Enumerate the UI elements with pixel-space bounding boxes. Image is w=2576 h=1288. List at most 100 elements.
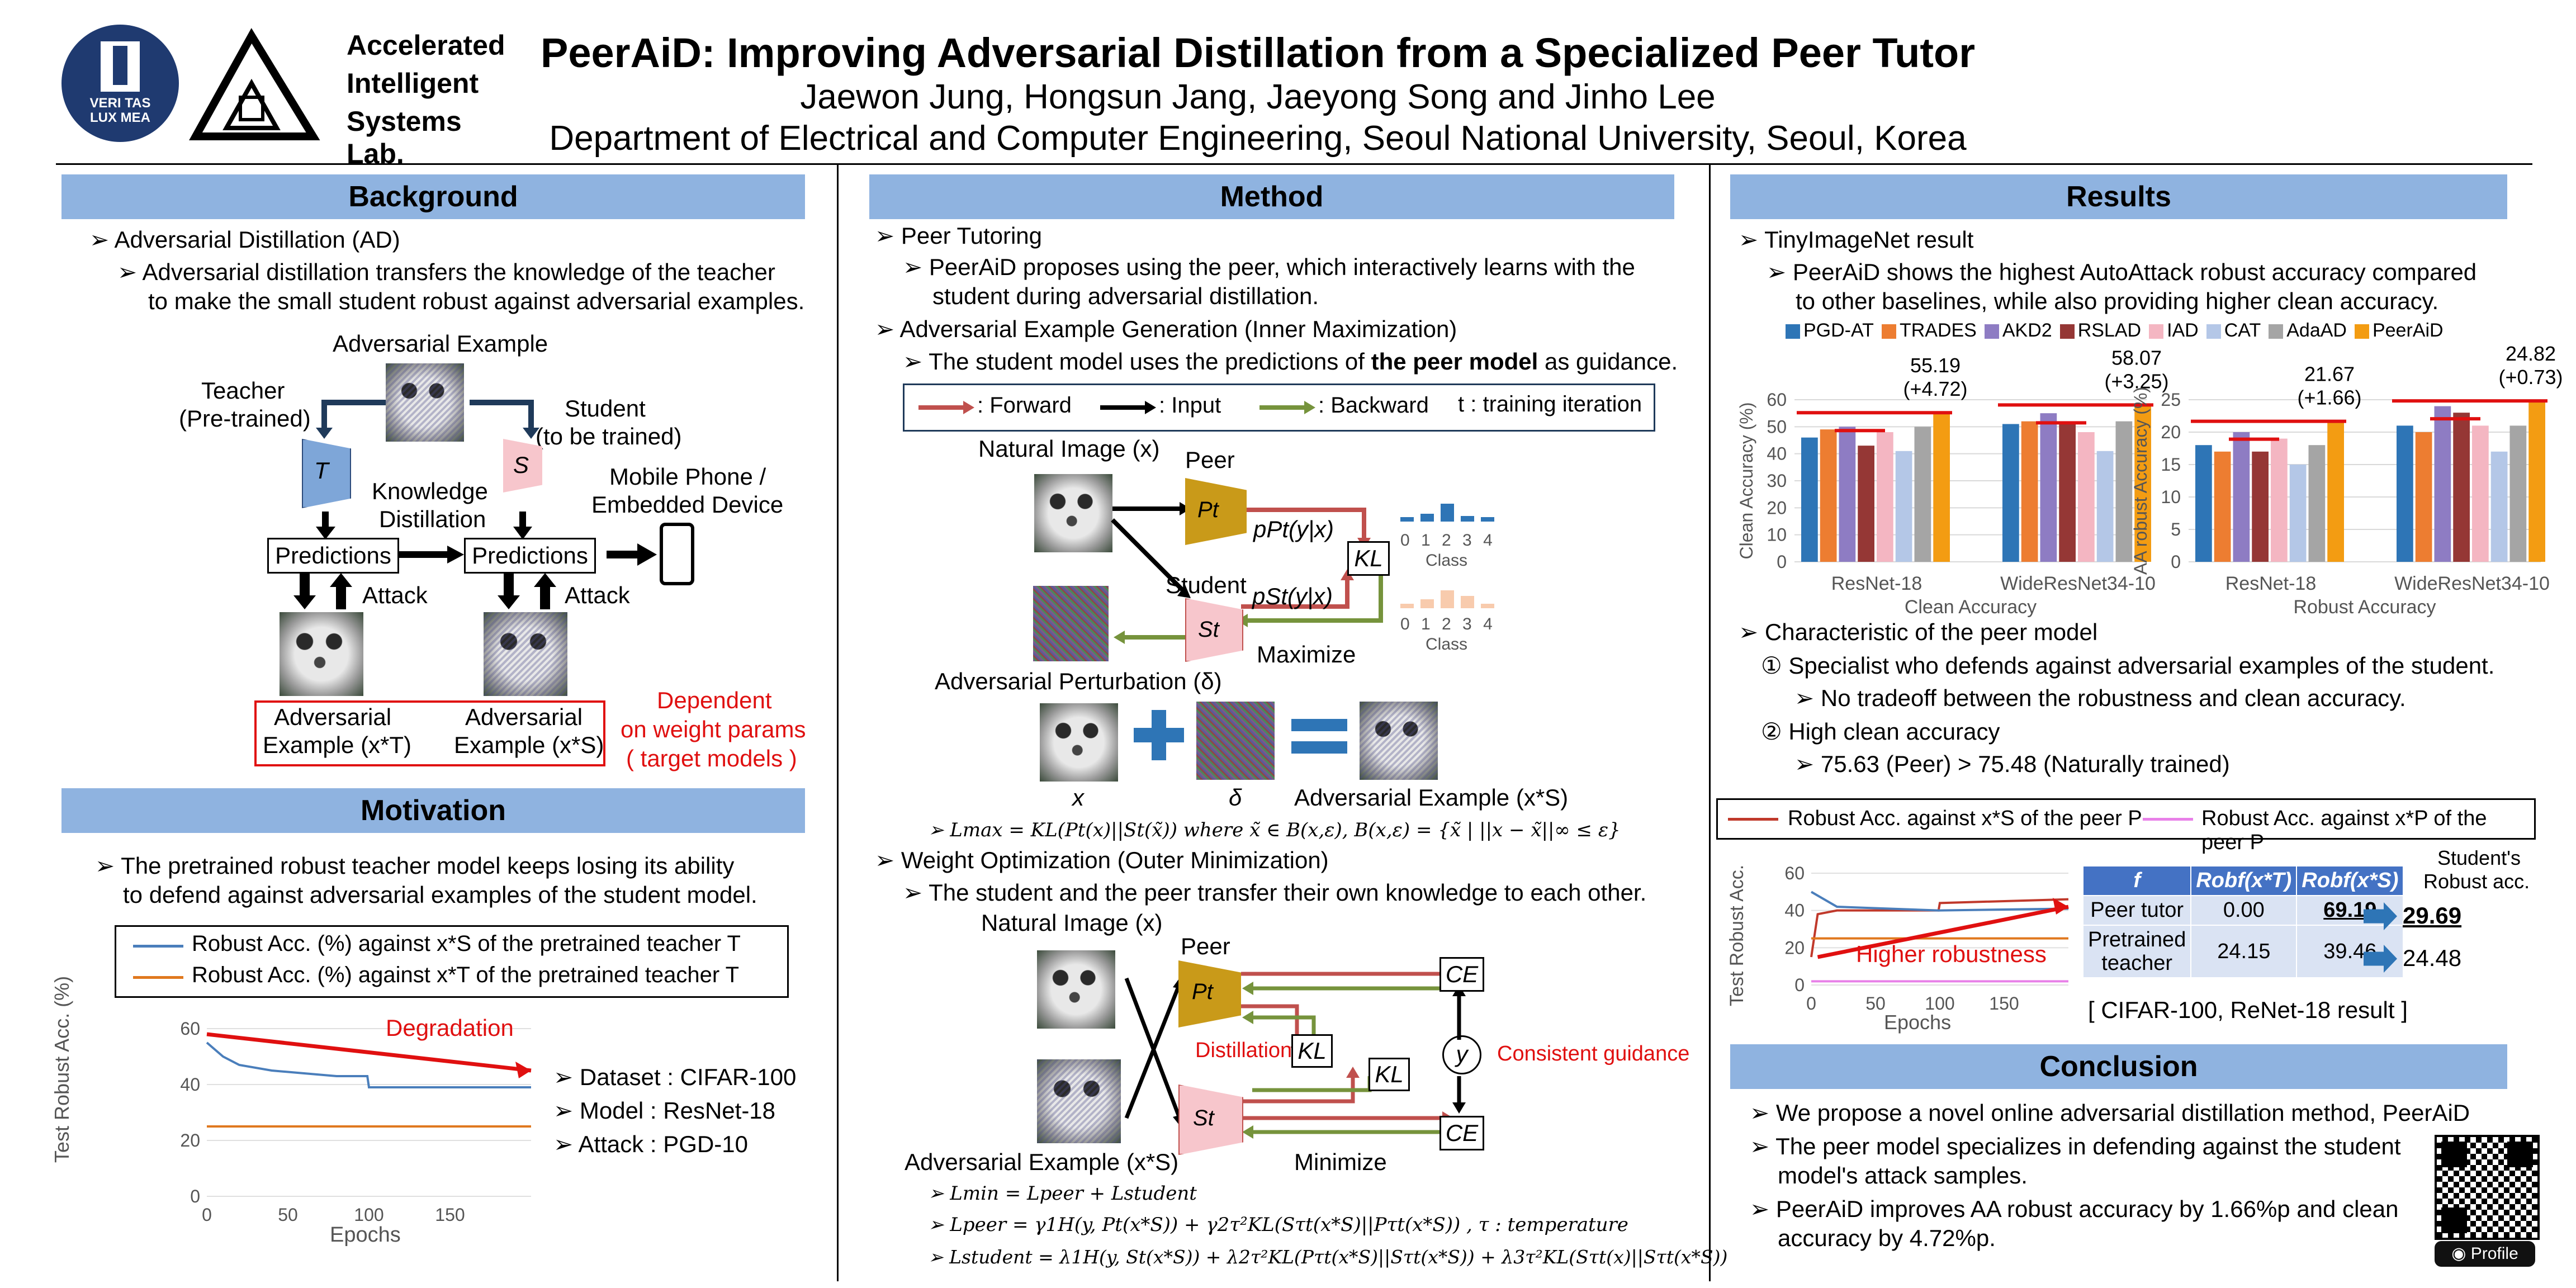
background-heading: Background (61, 174, 805, 219)
m-lstudent: ➢ Lstudent = λ1H(y, St(x*S)) + λ2τ²KL(Pτ… (928, 1246, 1728, 1268)
bar (2252, 451, 2269, 562)
m-natural-image2: Natural Image (x) (981, 910, 1163, 936)
table-header: Robf(x*T) (2190, 865, 2298, 896)
r-bullet-2-text: Characteristic of the peer model (1764, 619, 2098, 645)
lab-name-1: Accelerated (347, 30, 505, 61)
y-tick-label: 10 (1767, 525, 1787, 545)
mot-model-text: Model : ResNet-18 (579, 1097, 776, 1124)
m-adv-perturb: Adversarial Perturbation (δ) (935, 668, 1222, 694)
m-natural-panda2 (1037, 950, 1115, 1029)
y-tick-label: 10 (2161, 487, 2181, 507)
table-row: Pretrained teacher 24.15 39.46 (2082, 925, 2404, 978)
y-tick-label: 20 (180, 1130, 200, 1150)
bg-adv-example-label: Adversarial Example (333, 330, 548, 357)
m-bullet-3: ➢ Weight Optimization (Outer Minimizatio… (875, 847, 1329, 873)
bg-kd-1: Knowledge (372, 478, 488, 504)
bg-student-1: Student (565, 395, 646, 422)
robust-accuracy-chart: 051015202521.67(+1.66)ResNet-1824.82(+0.… (2130, 342, 2563, 618)
bg-bullet-1a-l1: Adversarial distillation transfers the k… (142, 259, 775, 285)
m-inner-arrows (1111, 502, 1383, 644)
bg-panda-t (280, 612, 363, 696)
r-student-robust-2: Robust acc. (2423, 870, 2530, 893)
m-delta-img (1196, 702, 1275, 780)
legend-swatch (2059, 324, 2075, 339)
bar-annotation-delta: (+0.73) (2498, 366, 2563, 389)
y-tick-label: 25 (2161, 390, 2181, 410)
mot-ylabel: Test Robust Acc. (%) (50, 976, 73, 1163)
r-c1a-text: No tradeoff between the robustness and c… (1820, 685, 2406, 711)
y-tick-label: 20 (1767, 498, 1787, 518)
bar-annotation-delta: (+1.66) (2297, 386, 2361, 409)
y-tick-label: 60 (180, 1019, 200, 1039)
robustness-table: f Robf(x*T) Robf(x*S) Peer tutor 0.00 69… (2082, 865, 2404, 978)
bar-annotation-delta: (+3.25) (2104, 370, 2168, 392)
x-tick-label: 150 (435, 1205, 465, 1225)
m-x-panda (1040, 703, 1118, 782)
x-category-label: WideResNet34-10 (2000, 573, 2156, 594)
trend-arrow (206, 1032, 532, 1073)
y-tick-label: 5 (2171, 519, 2181, 539)
bg-adv-examples-box (254, 700, 605, 766)
r-c1: ① Specialist who defends against adversa… (1761, 652, 2495, 679)
m-x-lbl: x (1072, 784, 1084, 811)
table-header: f (2082, 865, 2192, 896)
mot-legend-2: Robust Acc. (%) against x*T of the pretr… (192, 963, 740, 987)
method-heading: Method (869, 174, 1674, 219)
m-bullet-3a-text: The student and the peer transfer their … (929, 879, 1647, 906)
x-tick-label: 100 (1925, 993, 1954, 1014)
qr-code[interactable] (2435, 1135, 2540, 1240)
y-tick-label: 40 (180, 1074, 200, 1095)
m-lpeer: ➢ Lpeer = γ1H(y, Pt(x*S)) + γ2τ²KL(Sτt(x… (928, 1214, 1628, 1236)
table-cell: Pretrained teacher (2082, 925, 2192, 978)
bg-mobile-2: Embedded Device (591, 491, 784, 518)
table-cell: Peer tutor (2082, 895, 2192, 926)
x-tick-label: 50 (1865, 993, 1886, 1014)
r-cifar-caption: [ CIFAR-100, ReNet-18 result ] (2088, 997, 2408, 1023)
bg-dependent-1: Dependent (657, 687, 772, 713)
bar (1839, 427, 1856, 562)
m-bullet-2a-bold: the peer model (1371, 348, 1538, 375)
series-line (1810, 891, 2069, 912)
column-divider-2 (1709, 163, 1711, 1281)
mot-model: ➢ Model : ResNet-18 (553, 1097, 776, 1124)
bar (2434, 406, 2451, 562)
mot-attack-text: Attack : PGD-10 (578, 1131, 748, 1157)
bar-annotation-value: 24.82 (2506, 342, 2556, 365)
bar (2397, 425, 2413, 562)
r-c1a: ➢ No tradeoff between the robustness and… (1794, 685, 2406, 711)
bg-student-model (503, 439, 542, 493)
r-leg-red: Robust Acc. against x*S of the peer P (1788, 807, 2142, 830)
trend-arrowhead (515, 1062, 531, 1078)
legend-label: AKD2 (2002, 320, 2052, 341)
series-line (206, 1041, 531, 1088)
m-bullet-2-text: Adversarial Example Generation (Inner Ma… (899, 316, 1457, 342)
bg-kd-2: Distillation (379, 506, 486, 532)
m-lpeer-text: Lpeer = γ1H(y, Pt(x*S)) + γ2τ²KL(Sτt(x*S… (950, 1214, 1628, 1236)
c-bullet-1: ➢ We propose a novel online adversarial … (1750, 1100, 2470, 1126)
bar (1858, 446, 1874, 562)
legend-swatch (1881, 324, 1896, 339)
m-minimize: Minimize (1294, 1149, 1387, 1175)
bar-annotation-value: 55.19 (1910, 354, 1961, 377)
bar (2528, 401, 2545, 562)
c-bullet-1-text: We propose a novel online adversarial di… (1775, 1100, 2470, 1126)
profile-button[interactable]: ◉ Profile (2435, 1241, 2535, 1267)
mot-bullet-1-line2: to defend against adversarial examples o… (123, 882, 757, 908)
m-class-label-2: Class (1426, 635, 1468, 654)
m-bullet-3-text: Weight Optimization (Outer Minimization) (901, 847, 1329, 873)
y-tick-label: 0 (190, 1186, 200, 1206)
m-st2: St (1193, 1106, 1214, 1130)
m-lmin-text: Lmin = Lpeer + Lstudent (950, 1182, 1197, 1205)
bg-predictions-1: Predictions (267, 538, 399, 574)
r-bullet-1a-line2: to other baselines, while also providing… (1796, 288, 2439, 314)
r-leg-pink: Robust Acc. against x*P of the peer P (2201, 807, 2487, 854)
bg-ex-t-2: Example (x*T) (263, 732, 412, 758)
r-c2a: ➢ 75.63 (Peer) > 75.48 (Naturally traine… (1794, 751, 2230, 777)
mot-legend-1: Robust Acc. (%) against x*S of the pretr… (192, 931, 741, 956)
c-bullet-3: ➢ PeerAiD improves AA robust accuracy by… (1750, 1196, 2399, 1222)
bar (2002, 424, 2019, 562)
mot-dataset-text: Dataset : CIFAR-100 (579, 1064, 797, 1090)
m-perturb-img (1033, 586, 1109, 661)
bg-attack-2: Attack (565, 582, 630, 608)
